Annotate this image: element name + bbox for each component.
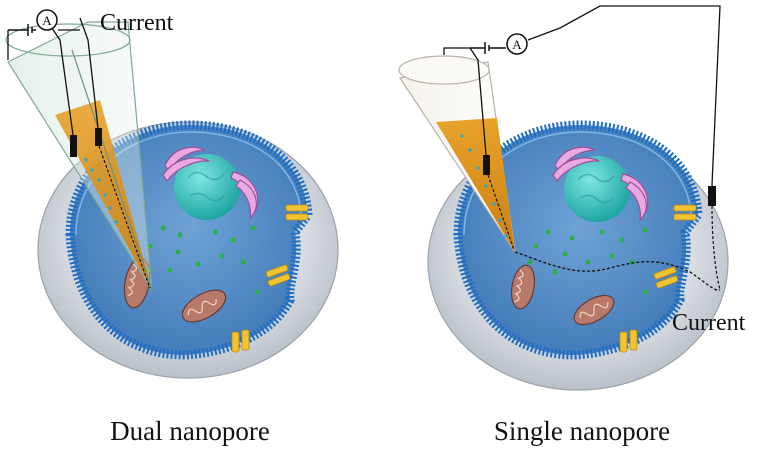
battery-icon [470,42,506,54]
right-panel: A Current Single nanopore [398,5,746,446]
caption-dual-nanopore: Dual nanopore [110,416,270,446]
electrode-icon [483,155,490,175]
left-panel: A Current Dual nanopore [5,9,339,446]
electrode-icon [708,186,716,206]
ion-channel-icon [231,329,250,353]
ammeter-icon: A [36,9,58,31]
golgi-apparatus [162,146,259,220]
ion-channel-icon [673,204,697,221]
current-label-left: Current [100,10,174,36]
ion-channel-icon [265,264,291,287]
mitochondrion [510,264,536,310]
electrode-icon [95,128,102,146]
nucleus [564,156,630,222]
current-label-right: Current [672,310,746,336]
single-nanopipette [398,47,721,291]
golgi-apparatus [552,146,649,222]
ion-channel-icon [653,266,679,289]
mitochondrion [181,289,227,323]
ammeter-symbol-left: A [42,13,52,28]
battery-icon [8,24,36,36]
ammeter-icon: A [506,33,528,55]
caption-single-nanopore: Single nanopore [494,416,670,446]
mitochondrion [573,294,615,326]
ion-channel-icon [285,204,309,221]
nucleus [174,154,240,220]
ammeter-symbol-right: A [512,37,522,52]
electrode-icon [70,135,77,157]
ion-channel-icon [619,329,638,353]
